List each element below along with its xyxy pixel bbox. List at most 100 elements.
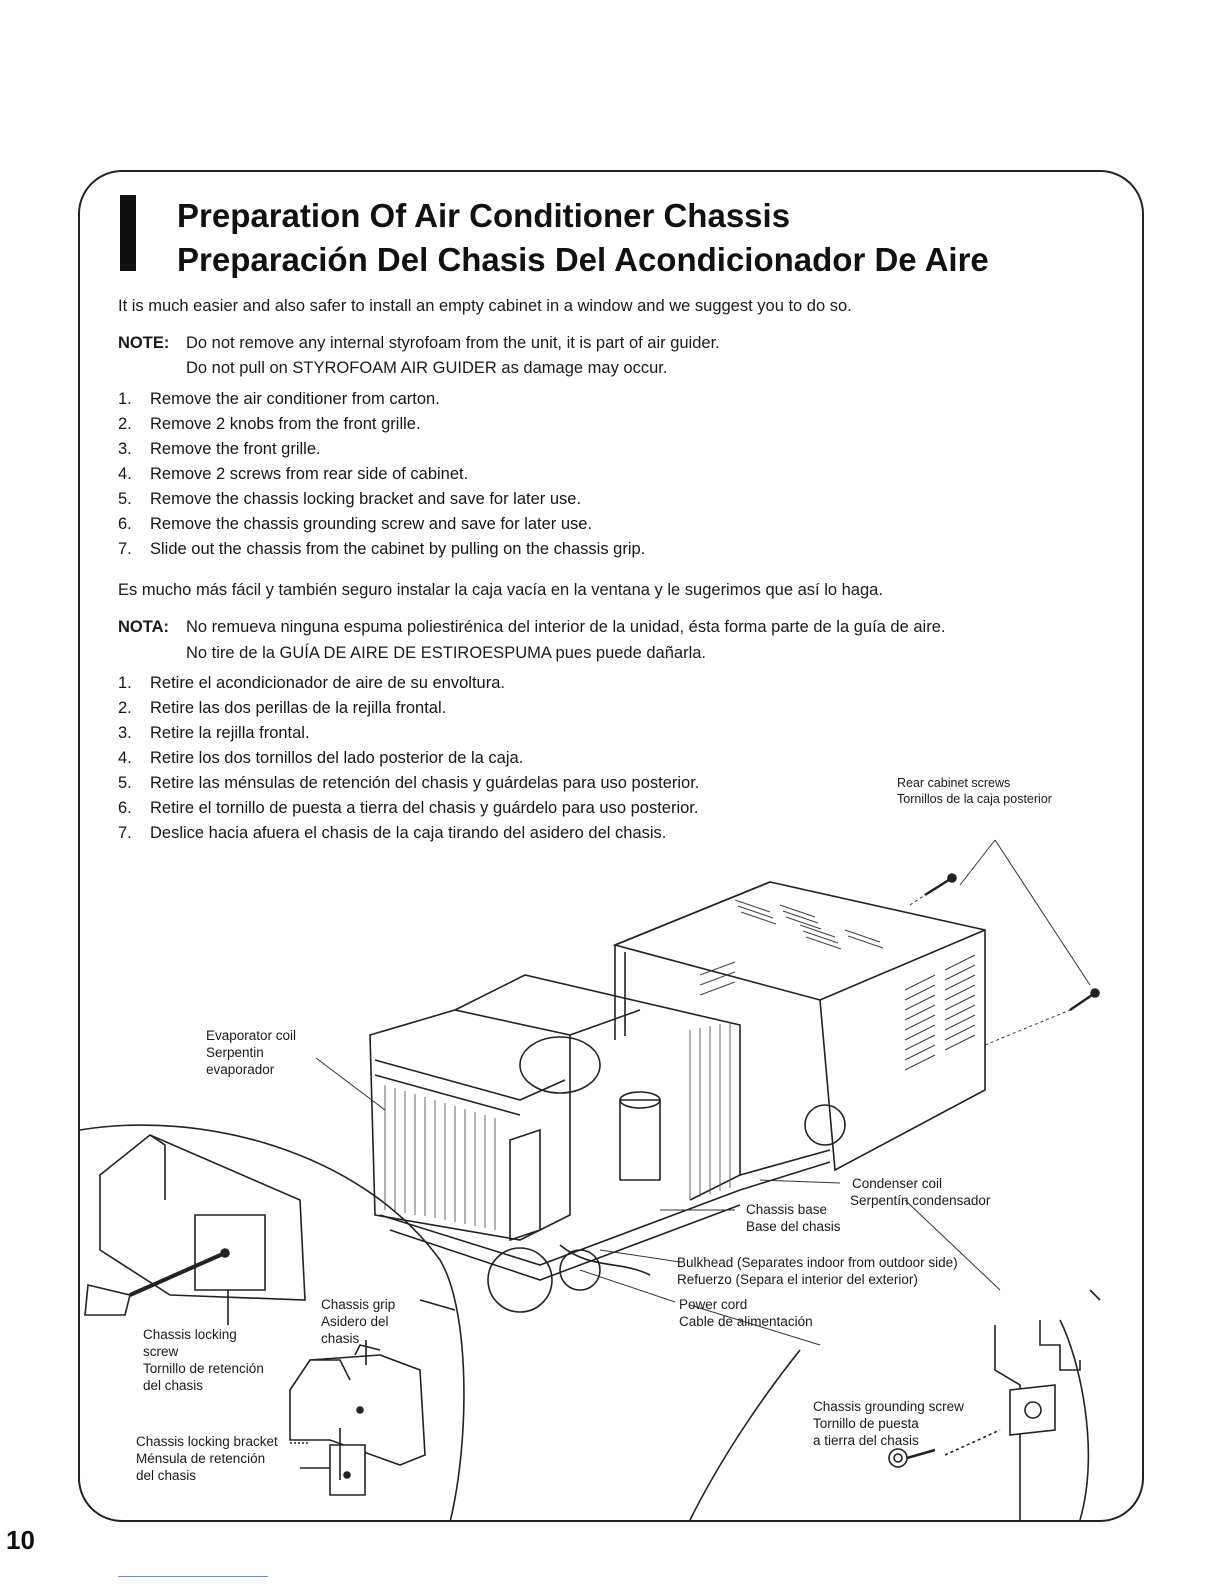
step-number: 2. bbox=[118, 415, 132, 433]
label-bulkhead: Bulkhead (Separates indoor from outdoor … bbox=[677, 1254, 958, 1288]
chassis-drawing bbox=[369, 974, 831, 1281]
step-text: Retire las dos perillas de la rejilla fr… bbox=[150, 699, 447, 717]
step-number: 6. bbox=[118, 515, 132, 533]
list-item: 1. Retire el acondicionador de aire de su… bbox=[118, 671, 699, 696]
step-number: 3. bbox=[118, 440, 132, 458]
label-text: Tornillo de puesta bbox=[813, 1416, 919, 1431]
list-item: 6. Retire el tornillo de puesta a tierra … bbox=[118, 796, 699, 821]
step-number: 5. bbox=[118, 774, 132, 792]
step-text: Remove the air conditioner from carton. bbox=[150, 390, 440, 408]
label-text: Ménsula de retención bbox=[136, 1451, 266, 1466]
footer-rule bbox=[118, 1576, 268, 1577]
label-text: Chassis grounding screw bbox=[813, 1399, 964, 1414]
section-title-english: Preparation Of Air Conditioner Chassis bbox=[177, 197, 791, 234]
page-number: 10 bbox=[6, 1525, 35, 1555]
list-item: 4. Remove 2 screws from rear side of cabi… bbox=[118, 462, 645, 487]
section-frame bbox=[78, 170, 1144, 1522]
label-text: del chasis bbox=[136, 1468, 197, 1483]
note-line2-spanish: No tire de la GUÍA DE AIRE DE ESTIROESPU… bbox=[186, 644, 706, 662]
step-number: 7. bbox=[118, 824, 132, 842]
step-text: Remove the chassis grounding screw and s… bbox=[150, 515, 593, 533]
note-line2-english: Do not pull on STYROFOAM AIR GUIDER as d… bbox=[186, 359, 668, 377]
note-line1-spanish: No remueva ninguna espuma poliestirénica… bbox=[186, 618, 946, 636]
note-label-english: NOTE: bbox=[118, 334, 170, 352]
step-text: Retire las ménsulas de retención del cha… bbox=[150, 774, 700, 792]
step-number: 6. bbox=[118, 799, 132, 817]
step-number: 5. bbox=[118, 490, 132, 508]
step-text: Deslice hacia afuera el chasis de la caj… bbox=[150, 824, 667, 842]
step-text: Retire el tornillo de puesta a tierra de… bbox=[150, 799, 699, 817]
list-item: 3. Remove the front grille. bbox=[118, 437, 645, 462]
list-item: 2. Remove 2 knobs from the front grille. bbox=[118, 412, 645, 437]
locking-bracket-detail bbox=[289, 1340, 426, 1496]
steps-list-spanish: 1. Retire el acondicionador de aire de su… bbox=[118, 671, 699, 846]
step-text: Retire los dos tornillos del lado poster… bbox=[150, 749, 524, 767]
label-text: Asidero del bbox=[321, 1314, 389, 1329]
intro-english: It is much easier and also safer to inst… bbox=[118, 297, 852, 315]
label-text: Tornillos de la caja posterior bbox=[897, 792, 1052, 806]
label-text: Serpentin bbox=[206, 1045, 264, 1060]
list-item: 7. Deslice hacia afuera el chasis de la c… bbox=[118, 821, 699, 846]
list-item: 4. Retire los dos tornillos del lado post… bbox=[118, 746, 699, 771]
label-condenser-coil: Condenser coil Serpentín condensador bbox=[850, 1175, 990, 1209]
label-text: Power cord bbox=[679, 1297, 748, 1312]
label-text: Tornillo de retención bbox=[143, 1361, 264, 1376]
list-item: 1. Remove the air conditioner from carton… bbox=[118, 387, 645, 412]
step-text: Retire la rejilla frontal. bbox=[150, 724, 310, 742]
note-label-spanish: NOTA: bbox=[118, 618, 170, 636]
step-text: Slide out the chassis from the cabinet b… bbox=[150, 540, 646, 558]
cabinet-drawing bbox=[612, 881, 986, 1172]
step-number: 1. bbox=[118, 674, 132, 692]
list-item: 2. Retire las dos perillas de la rejilla … bbox=[118, 696, 699, 721]
step-number: 4. bbox=[118, 749, 132, 767]
label-text: Chassis locking bbox=[143, 1327, 237, 1342]
label-text: Cable de alimentación bbox=[679, 1314, 813, 1329]
list-item: 5. Retire las ménsulas de retención del c… bbox=[118, 771, 699, 796]
label-text: Chassis locking bracket bbox=[136, 1434, 278, 1449]
list-item: 6. Remove the chassis grounding screw and… bbox=[118, 512, 645, 537]
label-text: evaporador bbox=[206, 1062, 275, 1077]
grounding-screw-detail bbox=[689, 1289, 1101, 1521]
label-text: Bulkhead (Separates indoor from outdoor … bbox=[677, 1255, 958, 1270]
section-title-spanish: Preparación Del Chasis Del Acondicionado… bbox=[177, 241, 989, 278]
note-line1-english: Do not remove any internal styrofoam fro… bbox=[186, 334, 720, 352]
intro-spanish: Es mucho más fácil y también seguro inst… bbox=[118, 581, 883, 599]
step-text: Remove 2 screws from rear side of cabine… bbox=[150, 465, 469, 483]
label-chassis-base: Chassis base Base del chasis bbox=[746, 1201, 841, 1235]
label-chassis-grounding-screw: Chassis grounding screw Tornillo de pues… bbox=[813, 1398, 964, 1449]
label-text: del chasis bbox=[143, 1378, 204, 1393]
step-number: 2. bbox=[118, 699, 132, 717]
label-text: Chassis grip bbox=[321, 1297, 396, 1312]
step-number: 3. bbox=[118, 724, 132, 742]
rear-cabinet-screws bbox=[924, 873, 1100, 1012]
label-text: Chassis base bbox=[746, 1202, 828, 1217]
section-marker-bar bbox=[120, 195, 136, 271]
label-text: Refuerzo (Separa el interior del exterio… bbox=[677, 1272, 918, 1287]
label-text: a tierra del chasis bbox=[813, 1433, 919, 1448]
list-item: 5. Remove the chassis locking bracket and… bbox=[118, 487, 645, 512]
label-text: chasis bbox=[321, 1331, 360, 1346]
label-text: Condenser coil bbox=[852, 1176, 943, 1191]
label-text: Evaporator coil bbox=[206, 1028, 297, 1043]
list-item: 7. Slide out the chassis from the cabinet… bbox=[118, 537, 645, 562]
label-chassis-locking-bracket: Chassis locking bracket Ménsula de reten… bbox=[136, 1433, 278, 1484]
locking-screw-detail bbox=[79, 1124, 465, 1523]
label-rear-cabinet-screws: Rear cabinet screws Tornillos de la caja… bbox=[897, 775, 1052, 807]
label-text: screw bbox=[143, 1344, 179, 1359]
label-power-cord: Power cord Cable de alimentación bbox=[679, 1296, 813, 1330]
label-chassis-grip: Chassis grip Asidero del chasis bbox=[321, 1296, 395, 1347]
step-text: Retire el acondicionador de aire de su e… bbox=[150, 674, 505, 692]
step-number: 1. bbox=[118, 390, 132, 408]
step-text: Remove the chassis locking bracket and s… bbox=[150, 490, 582, 508]
step-number: 4. bbox=[118, 465, 132, 483]
label-text: Base del chasis bbox=[746, 1219, 841, 1234]
label-evaporator-coil: Evaporator coil Serpentin evaporador bbox=[206, 1027, 296, 1078]
step-text: Remove 2 knobs from the front grille. bbox=[150, 415, 421, 433]
steps-list-english: 1. Remove the air conditioner from carton… bbox=[118, 387, 645, 562]
step-text: Remove the front grille. bbox=[150, 440, 321, 458]
label-chassis-locking-screw: Chassis locking screw Tornillo de retenc… bbox=[143, 1326, 264, 1394]
step-number: 7. bbox=[118, 540, 132, 558]
label-text: Serpentín condensador bbox=[850, 1193, 991, 1208]
label-text: Rear cabinet screws bbox=[897, 776, 1011, 790]
